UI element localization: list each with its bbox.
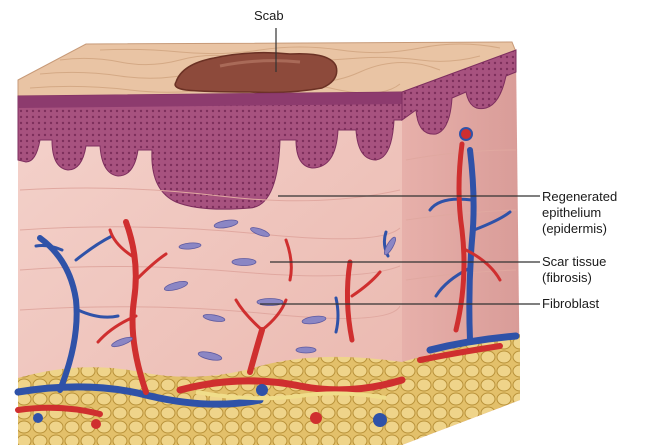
regenerated-epithelium-label-line3: (epidermis) [542, 221, 607, 236]
scar-tissue-label-line2: (fibrosis) [542, 270, 592, 285]
regenerated-epithelium-label-line1: Regenerated [542, 189, 617, 204]
fibroblast-label: Fibroblast [542, 296, 599, 311]
scab-label: Scab [254, 8, 284, 23]
scar-tissue-label-line1: Scar tissue [542, 254, 606, 269]
regenerated-epithelium-label-line2: epithelium [542, 205, 601, 220]
